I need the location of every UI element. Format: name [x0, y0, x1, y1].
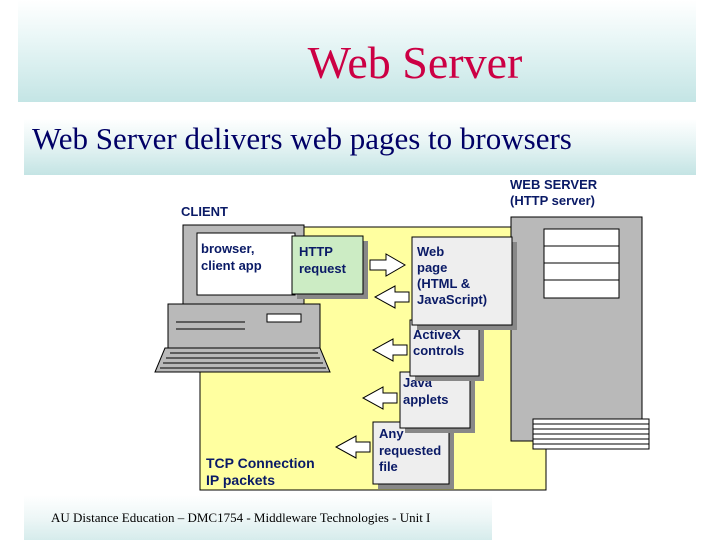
webpage-label-line2: page — [417, 260, 447, 275]
server-tower-icon — [510, 216, 650, 450]
java-arrow-icon — [361, 386, 398, 410]
tcp-label-line2: IP packets — [206, 472, 275, 488]
webpage-arrow-icon — [373, 285, 410, 309]
client-computer-icon — [154, 224, 331, 373]
java-label-line2: applets — [403, 392, 449, 407]
file-label-line3: file — [379, 459, 398, 474]
webpage-label-line4: JavaScript) — [417, 292, 487, 307]
tcp-label-line1: TCP Connection — [206, 455, 315, 471]
slide-footer: AU Distance Education – DMC1754 - Middle… — [51, 510, 431, 525]
activex-label-line1: ActiveX — [413, 327, 461, 342]
java-box — [399, 371, 471, 429]
server-label-line2: (HTTP server) — [510, 193, 595, 208]
title-band: Web Server — [18, 0, 696, 102]
activex-arrow-icon — [371, 338, 408, 362]
request-arrow-icon — [369, 253, 406, 277]
client-label: CLIENT — [181, 204, 228, 219]
slide-title: Web Server — [307, 37, 523, 88]
browser-label-line2: client app — [201, 258, 262, 273]
file-arrow-icon — [334, 435, 371, 459]
webpage-box — [411, 236, 513, 326]
http-label-line1: HTTP — [299, 244, 333, 259]
webpage-label-line1: Web — [417, 244, 444, 259]
slide-subtitle: Web Server delivers web pages to browser… — [32, 121, 572, 156]
footer-band: AU Distance Education – DMC1754 - Middle… — [24, 495, 492, 540]
subtitle-band: Web Server delivers web pages to browser… — [24, 119, 696, 175]
webpage-label-line3: (HTML & — [417, 276, 470, 291]
http-request-box — [291, 235, 364, 295]
browser-label-line1: browser, — [201, 241, 254, 256]
server-label-line1: WEB SERVER — [510, 177, 598, 192]
http-label-line2: request — [299, 261, 347, 276]
activex-label-line2: controls — [413, 343, 464, 358]
file-label-line1: Any — [379, 426, 404, 441]
file-label-line2: requested — [379, 443, 441, 458]
